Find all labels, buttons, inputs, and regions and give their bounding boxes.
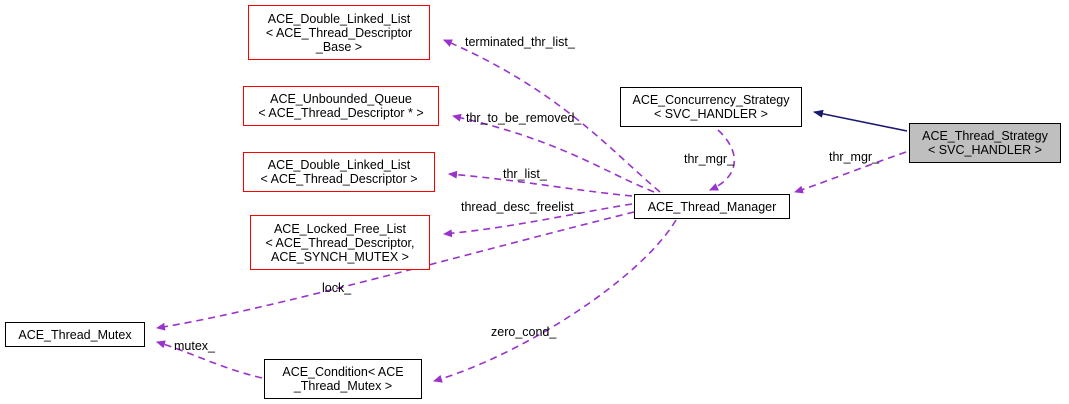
edge-label-thr-mgr-strategy: thr_mgr_ xyxy=(829,150,880,164)
edge-terminated-thr-list xyxy=(443,39,661,193)
edge-thr-list xyxy=(448,170,633,197)
edge-label-terminated-thr-list: terminated_thr_list_ xyxy=(465,35,575,49)
node-thread-manager[interactable]: ACE_Thread_Manager xyxy=(634,194,790,219)
node-unbounded-queue[interactable]: ACE_Unbounded_Queue < ACE_Thread_Descrip… xyxy=(243,86,439,126)
node-concurrency-strategy[interactable]: ACE_Concurrency_Strategy < SVC_HANDLER > xyxy=(620,87,802,127)
edge-thr-mgr-strategy xyxy=(794,151,907,194)
edge-label-thr-mgr-concurrency: thr_mgr_ xyxy=(684,152,735,166)
node-double-linked-list[interactable]: ACE_Double_Linked_List < ACE_Thread_Desc… xyxy=(243,152,435,192)
edge-label-thr-to-be-removed: thr_to_be_removed_ xyxy=(466,111,582,125)
node-locked-free-list[interactable]: ACE_Locked_Free_List < ACE_Thread_Descri… xyxy=(250,215,430,270)
edge-label-thr-list: thr_list_ xyxy=(503,167,547,181)
edge-thread-strategy-inherits xyxy=(813,109,908,132)
edge-label-lock: lock_ xyxy=(322,281,352,295)
node-thread-strategy[interactable]: ACE_Thread_Strategy < SVC_HANDLER > xyxy=(909,123,1061,163)
edge-thr-to-be-removed xyxy=(452,113,655,193)
edge-label-mutex: mutex_ xyxy=(174,339,215,353)
edge-zero-cond xyxy=(433,219,677,383)
node-thread-mutex[interactable]: ACE_Thread_Mutex xyxy=(5,322,145,347)
node-double-linked-list-base[interactable]: ACE_Double_Linked_List < ACE_Thread_Desc… xyxy=(248,5,430,60)
edge-mutex xyxy=(156,340,263,379)
edge-thr-mgr-concurrency xyxy=(709,129,736,191)
edge-label-zero-cond: zero_cond_ xyxy=(491,325,557,339)
edge-lock xyxy=(156,211,635,331)
edge-label-thread-desc-freelist: thread_desc_freelist_ xyxy=(461,200,581,214)
node-condition-thread-mutex[interactable]: ACE_Condition< ACE _Thread_Mutex > xyxy=(264,359,422,399)
